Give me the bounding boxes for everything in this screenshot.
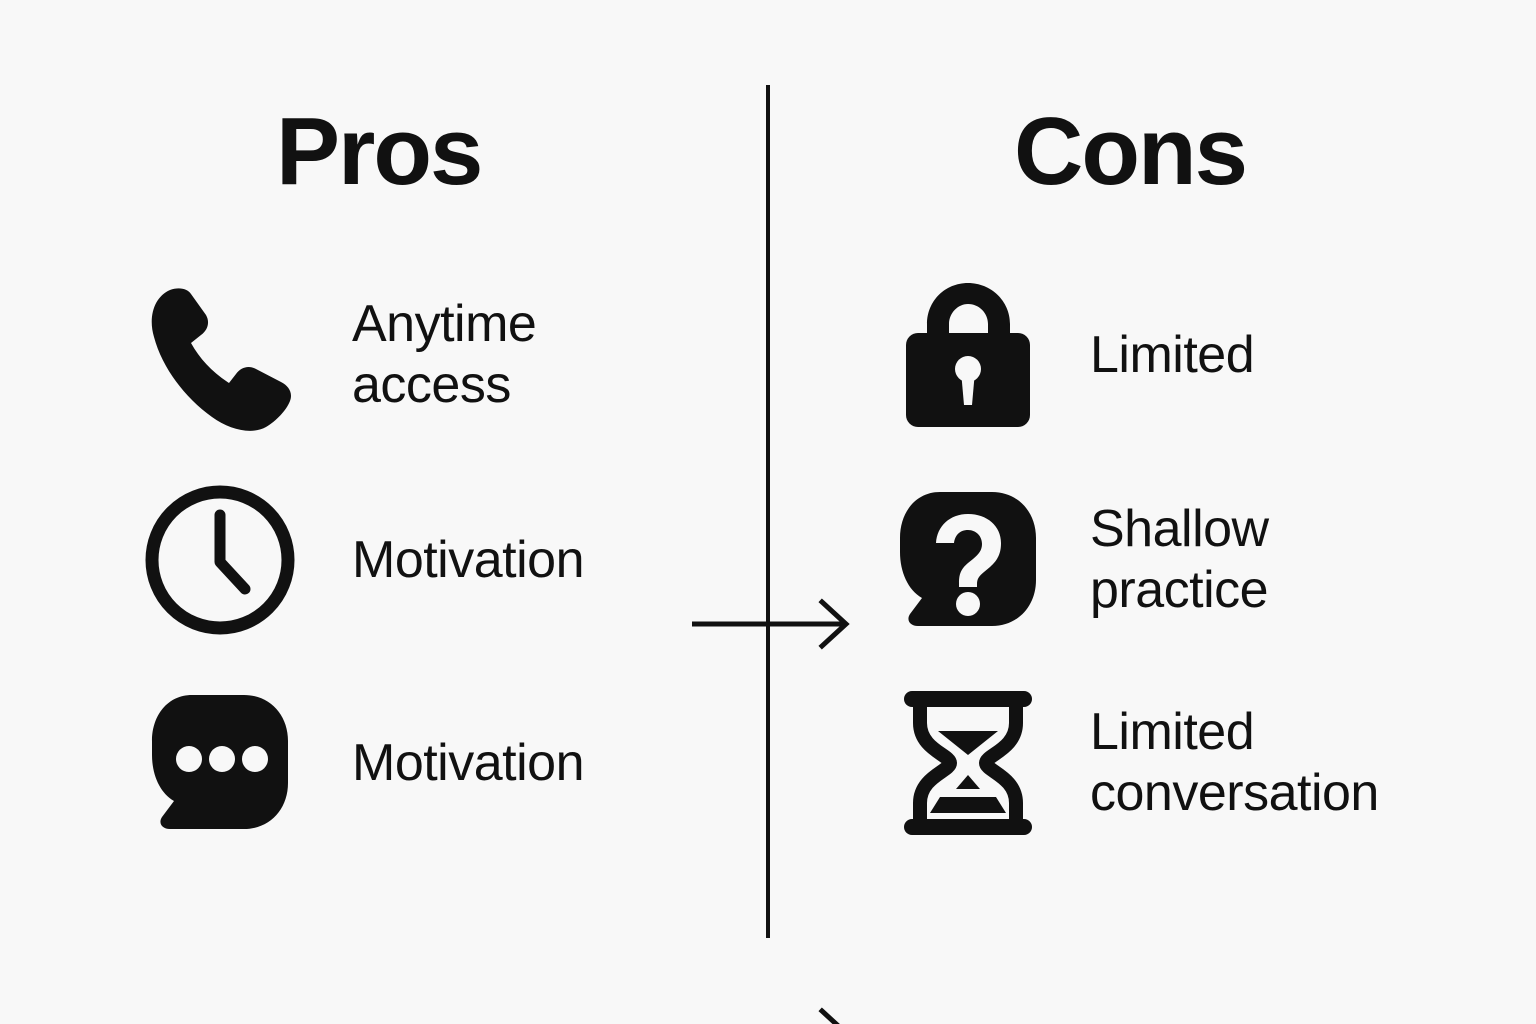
comparison-row: Anytime access Limited: [0, 260, 1536, 650]
comparison-row: Motivation Limited conversat: [0, 668, 1536, 868]
pros-label-line: Anytime: [352, 295, 537, 354]
comparison-row: Motivation Shallow practice: [0, 465, 1536, 1024]
cons-label-line: conversation: [1090, 764, 1379, 822]
vertical-divider: [766, 85, 770, 938]
phone-icon: [140, 275, 300, 435]
cons-label-line: Shallow: [1090, 500, 1269, 559]
pros-row-label: Anytime access: [352, 260, 652, 450]
pros-label-line: Motivation: [352, 530, 585, 589]
clock-icon: [140, 480, 300, 640]
cons-row-label: Limited: [1090, 260, 1490, 450]
question-chat-icon: [888, 480, 1048, 640]
arrow-right-icon: [690, 594, 855, 654]
page-title-pros: Pros: [276, 98, 483, 205]
cons-row-label: Limited conversation: [1090, 668, 1490, 858]
cons-label-line: Limited: [1090, 325, 1255, 384]
pros-row-label: Motivation: [352, 668, 652, 858]
cons-label-line: practice: [1090, 561, 1269, 619]
cons-row-label: Shallow practice: [1090, 465, 1490, 655]
hourglass-icon: [888, 683, 1048, 843]
pros-label-line: access: [352, 356, 511, 414]
pros-row-label: Motivation: [352, 465, 652, 655]
page-title-cons: Cons: [1014, 98, 1248, 205]
pros-label-line: Motivation: [352, 733, 585, 792]
chat-dots-icon: [140, 683, 300, 843]
cons-label-line: Limited: [1090, 703, 1255, 762]
lock-icon: [888, 275, 1048, 435]
arrow-right-icon: [690, 1003, 855, 1024]
